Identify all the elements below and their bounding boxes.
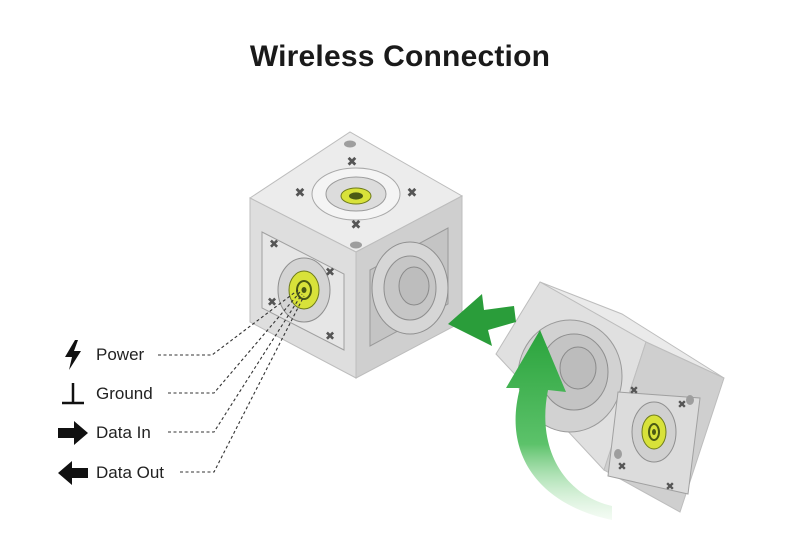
svg-text:✖: ✖ — [267, 295, 277, 309]
svg-text:✖: ✖ — [325, 265, 335, 279]
svg-text:✖: ✖ — [665, 480, 674, 493]
arrow-left-icon — [56, 458, 90, 488]
svg-text:✖: ✖ — [347, 155, 358, 170]
legend-label-data-in: Data In — [96, 423, 151, 442]
svg-text:✖: ✖ — [269, 237, 279, 251]
svg-text:✖: ✖ — [407, 186, 418, 201]
legend-item-power: Power — [56, 340, 144, 370]
green-arrow-icon — [448, 294, 516, 346]
svg-text:✖: ✖ — [295, 186, 306, 201]
left-cube: ✖ ✖ ✖ ✖ ✖ ✖ ✖ ✖ — [249, 131, 464, 379]
svg-text:✖: ✖ — [351, 218, 362, 233]
legend-item-data-in: Data In — [56, 418, 151, 448]
svg-text:✖: ✖ — [617, 460, 626, 473]
svg-text:✖: ✖ — [325, 329, 335, 343]
ground-symbol-icon — [56, 379, 90, 409]
legend-label-ground: Ground — [96, 384, 153, 403]
legend-item-data-out: Data Out — [56, 458, 164, 488]
lightning-bolt-icon — [56, 340, 90, 370]
legend-label-power: Power — [96, 345, 145, 364]
legend-item-ground: Ground — [56, 379, 153, 409]
arrow-right-icon — [56, 418, 90, 448]
svg-text:✖: ✖ — [629, 384, 638, 397]
diagram-title: Wireless Connection — [249, 40, 551, 73]
leader-lines — [158, 289, 305, 473]
svg-text:✖: ✖ — [677, 398, 686, 411]
legend-label-data-out: Data Out — [96, 463, 165, 482]
green-rotation-arrow-icon — [506, 330, 612, 520]
